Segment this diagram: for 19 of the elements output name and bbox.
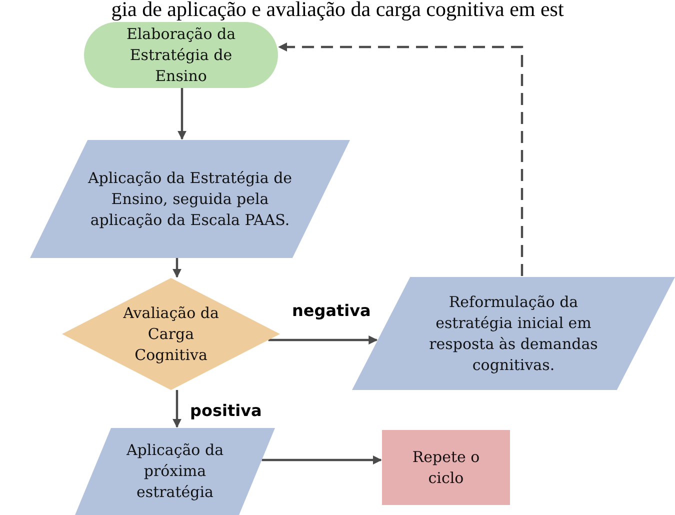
- input-output-parallelogram: [30, 140, 350, 258]
- edge-label: positiva: [188, 402, 264, 420]
- heading: gia de aplicação e avaliação da carga cognitiva em est: [110, 0, 565, 21]
- edge-label: negativa: [290, 302, 373, 320]
- node-label: Avaliação da Carga Cognitiva: [122, 302, 220, 366]
- arrow: [172, 390, 182, 428]
- arrow: [178, 88, 186, 140]
- node-label: Reformulação da estratégia inicial em resposta às demandas cognitivas.: [428, 292, 599, 376]
- node-label: Aplicação da próxima estratégia: [125, 440, 225, 503]
- decision-diamond: [62, 278, 280, 390]
- arrow: [262, 456, 382, 464]
- node-label: Repete o ciclo: [411, 446, 481, 488]
- node-label: Elaboração da Estratégia de Ensino: [125, 24, 237, 86]
- process-box: [382, 430, 510, 505]
- arrow: [172, 258, 182, 278]
- node-label: Aplicação da Estratégia de Ensino, seguida pela aplicação da Escala PAAS.: [86, 168, 294, 230]
- dashed-arrow: [278, 42, 524, 276]
- arrow: [268, 336, 378, 344]
- input-output-parallelogram: [75, 428, 275, 515]
